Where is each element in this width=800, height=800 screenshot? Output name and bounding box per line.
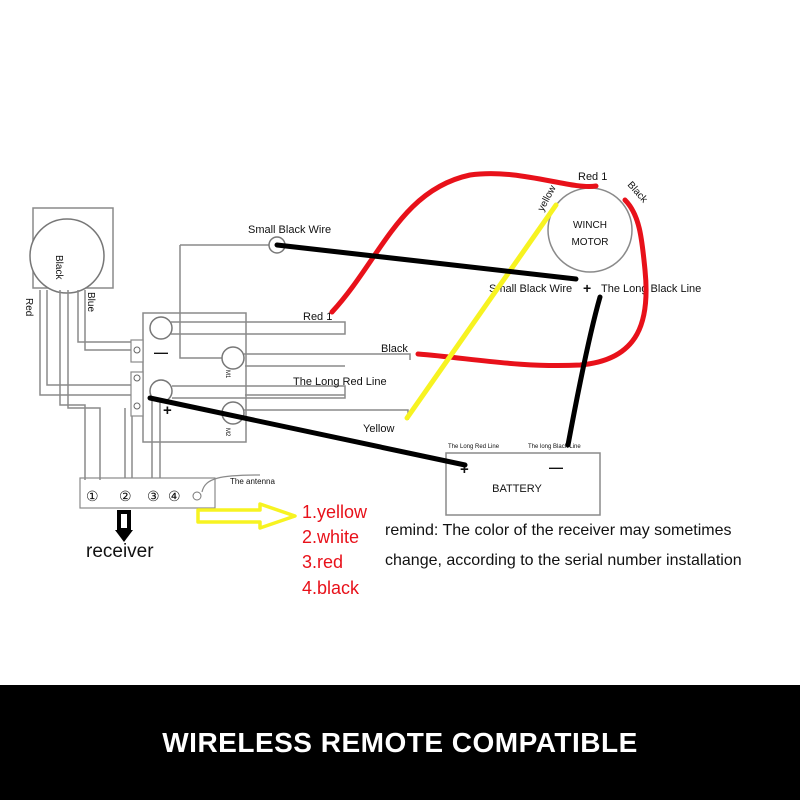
battery: BATTERY + — The Long Red Line The long B… [445,444,601,516]
black-wire-small [274,242,579,282]
receiver-antenna [201,474,261,493]
receiver-terminal-4: ④ [168,488,181,504]
receiver-terminal-1: ① [86,488,99,504]
remind-line-2: change, according to the serial number i… [385,552,742,569]
receiver-antenna-label: The antenna [230,477,275,486]
motor-red-1-label: Red 1 [578,171,607,183]
solenoid-m1-post [221,346,245,370]
strip-terminal-dot [133,402,141,410]
switch-red-label: Red [23,298,34,316]
receiver-terminal-2: ② [119,488,132,504]
battery-minus: — [549,459,563,475]
solenoid-m1-label: M1 [224,370,230,379]
banner-text: WIRELESS REMOTE COMPATIBLE [162,726,638,758]
solenoid-plus-label: + [163,402,172,419]
legend-item-2: 2.white [302,527,359,547]
label-red-1: Red 1 [303,311,332,323]
remind-line-1: remind: The color of the receiver may so… [385,522,732,539]
red-wire-red-1 [329,171,599,315]
legend-item-3: 3.red [302,552,343,572]
motor-small-black-wire-label: Small Black Wire [489,283,572,295]
motor-long-black-line-label: The Long Black Line [601,283,701,295]
label-black: Black [381,343,408,355]
winch-motor: WINCH MOTOR Red 1 yellow Black Small Bla… [489,171,701,296]
wiring-diagram: Black Red Blue — + M1 M2 [23,171,742,598]
receiver: ① ② ③ ④ The antenna receiver [79,474,275,562]
receiver-terminal-5 [192,491,202,501]
black-wire-long [565,294,603,448]
receiver-label: receiver [86,541,154,562]
battery-body [445,452,601,516]
solenoid-block: — + M1 M2 [130,312,247,443]
down-arrow-icon [115,510,133,542]
yellow-wire [404,202,559,421]
motor-plus-label: + [583,280,591,296]
label-yellow: Yellow [363,423,394,435]
battery-label: BATTERY [492,483,542,495]
colored-wires [147,171,649,468]
legend-item-4: 4.black [302,578,360,598]
receiver-outline [79,477,216,509]
switch-dial [29,218,105,294]
control-wiring [39,244,345,480]
right-arrow-icon [196,502,297,530]
battery-plus: + [460,461,469,478]
solenoid-negative-post [149,316,173,340]
strip-terminal-dot [133,346,141,354]
red-wire-black-terminal [415,197,649,369]
receiver-terminal-3: ③ [147,488,160,504]
color-legend: 1.yellow 2.white 3.red 4.black [302,502,368,598]
strip-terminal-dot [133,374,141,382]
legend-item-1: 1.yellow [302,502,368,522]
banner: WIRELESS REMOTE COMPATIBLE [0,685,800,800]
solenoid-m2-label: M2 [224,428,230,437]
solenoid-minus-label: — [154,344,168,360]
label-small-black-wire-top: Small Black Wire [248,224,331,236]
battery-long-black-line-label: The long Black Line [528,444,581,450]
battery-long-red-line-label: The Long Red Line [448,444,500,450]
switch-black-label: Black [53,255,64,280]
label-long-red-line: The Long Red Line [293,376,387,388]
switch-box: Black Red Blue [23,207,114,316]
winch-motor-title-line1: WINCH [573,220,607,231]
black-wire-battery-positive [147,395,468,468]
solenoid-leads [171,321,411,420]
winch-motor-title-line2: MOTOR [571,237,608,248]
switch-blue-label: Blue [85,292,96,312]
